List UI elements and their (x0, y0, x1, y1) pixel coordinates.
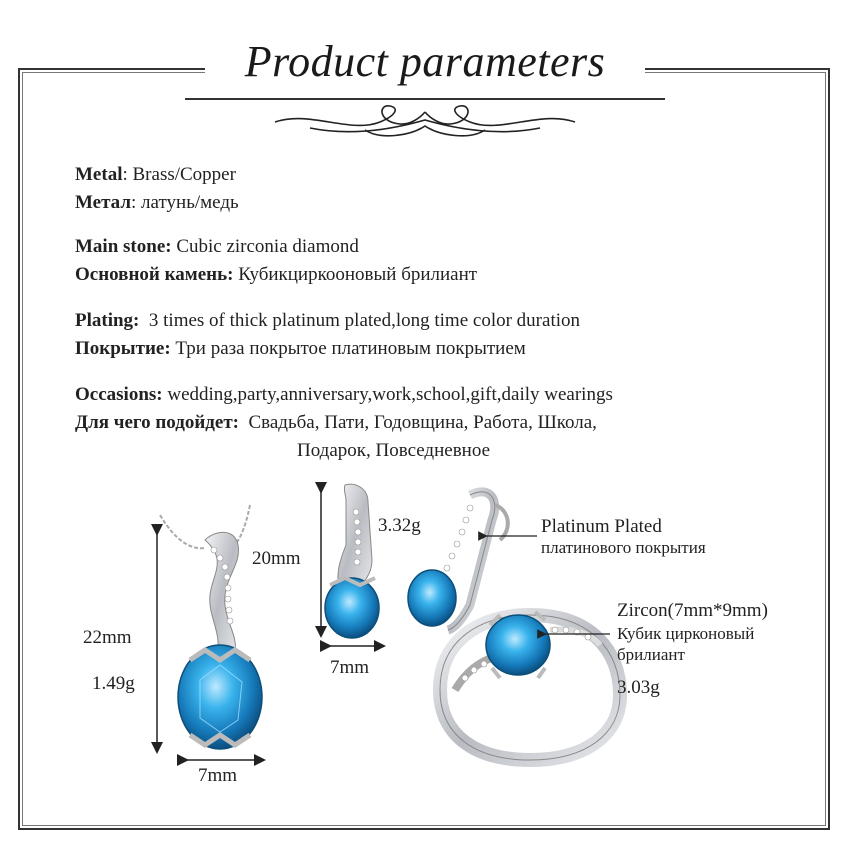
occasions-row-ru-cont: Подарок, Повседневное (297, 440, 491, 461)
stone-value-ru: Кубикциркооновый брилиант (233, 264, 478, 285)
occasions-label: Occasions: (75, 384, 163, 405)
occasions-row-en: Occasions: wedding,party,anniversary,wor… (75, 384, 613, 406)
pendant-weight-label: 1.49g (92, 673, 135, 694)
zircon-callout-en: Zircon(7mm*9mm) (617, 600, 768, 621)
stone-label-ru: Основной камень: (75, 264, 234, 285)
earring-side-image (407, 487, 510, 635)
plating-row-ru: Покрытие: Три раза покрытое платиновым п… (75, 338, 526, 360)
pendant-height-label: 22mm (83, 627, 132, 648)
title-rule (185, 98, 665, 100)
earring-weight-label: 3.32g (378, 515, 421, 536)
pendant-image (177, 531, 263, 750)
plating-row-en: Plating: 3 times of thick platinum plate… (75, 310, 580, 332)
occasions-label-ru: Для чего подойдет: (75, 412, 239, 433)
occasions-value: wedding,party,anniversary,work,school,gi… (162, 384, 613, 405)
metal-value: : Brass/Copper (122, 164, 236, 185)
plating-label: Plating: (75, 310, 140, 331)
flourish-ornament (274, 105, 576, 137)
pendant-width-label: 7mm (198, 765, 238, 786)
earring-front-image (324, 483, 380, 639)
metal-row-en: Metal: Brass/Copper (75, 164, 236, 186)
metal-label: Metal (75, 164, 123, 185)
stone-label: Main stone: (75, 236, 172, 257)
ring-weight-label: 3.03g (617, 677, 660, 698)
metal-label-ru: Метал (75, 192, 132, 213)
stone-value: Cubic zirconia diamond (171, 236, 359, 257)
plating-callout-ru: платинового покрытия (541, 538, 706, 557)
plating-value-ru: Три раза покрытое платиновым покрытием (170, 338, 526, 359)
metal-row-ru: Метал: латунь/медь (75, 192, 239, 214)
stone-row-ru: Основной камень: Кубикциркооновый брилиа… (75, 264, 477, 286)
occasions-row-ru: Для чего подойдет: Свадьба, Пати, Годовщ… (75, 412, 597, 434)
metal-value-ru: : латунь/медь (131, 192, 239, 213)
pendant-chain (159, 504, 251, 550)
occasions-value-ru: Свадьба, Пати, Годовщина, Работа, Школа, (238, 412, 597, 433)
zircon-callout-ru-2: брилиант (617, 645, 685, 664)
earring-height-label: 20mm (252, 548, 301, 569)
plating-callout-en: Platinum Plated (541, 516, 662, 537)
plating-label-ru: Покрытие: (75, 338, 171, 359)
stone-row-en: Main stone: Cubic zirconia diamond (75, 236, 359, 258)
title-background (205, 50, 645, 90)
zircon-callout-ru-1: Кубик цирконовый (617, 624, 755, 643)
ring-image (432, 607, 628, 768)
earring-width-label: 7mm (330, 657, 370, 678)
plating-value: 3 times of thick platinum plated,long ti… (139, 310, 580, 331)
page-title: Product parameters (244, 37, 606, 86)
